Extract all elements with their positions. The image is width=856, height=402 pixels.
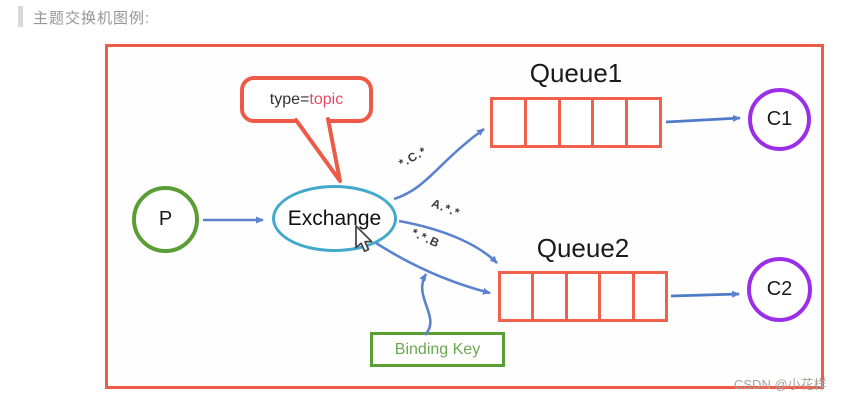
producer-label: P (158, 208, 173, 230)
queue-cell (568, 274, 602, 319)
queue1-title: Queue1 (529, 58, 623, 88)
queue-cell (501, 274, 535, 319)
queue1-box (490, 97, 662, 148)
exchange-type-prefix: type= (269, 90, 310, 108)
diagram-frame (105, 44, 824, 389)
exchange-type-value: topic (309, 90, 344, 108)
queue-cell (561, 100, 595, 145)
exchange-type-bubble: type=topic (240, 76, 373, 123)
consumer-c2-label: C2 (766, 278, 793, 300)
watermark: CSDN @小花样 (734, 377, 827, 392)
binding-key-box: Binding Key (370, 332, 505, 367)
queue-cell (493, 100, 527, 145)
queue-cell (534, 274, 568, 319)
exchange-label: Exchange (287, 206, 382, 230)
consumer-c1-node: C1 (748, 88, 811, 151)
queue-cell (601, 274, 635, 319)
queue-cell (594, 100, 629, 145)
queue-cell (628, 100, 659, 145)
queue-cell (527, 100, 561, 145)
queue2-box (498, 271, 668, 322)
queue2-title: Queue2 (536, 233, 630, 263)
queue-cell (635, 274, 665, 319)
exchange-node: Exchange (272, 185, 397, 252)
consumer-c2-node: C2 (747, 257, 812, 322)
producer-node: P (132, 186, 199, 253)
consumer-c1-label: C1 (766, 108, 793, 130)
title-accent-bar (18, 6, 23, 27)
binding-key-label: Binding Key (394, 340, 481, 358)
page-title: 主题交换机图例: (33, 10, 151, 27)
